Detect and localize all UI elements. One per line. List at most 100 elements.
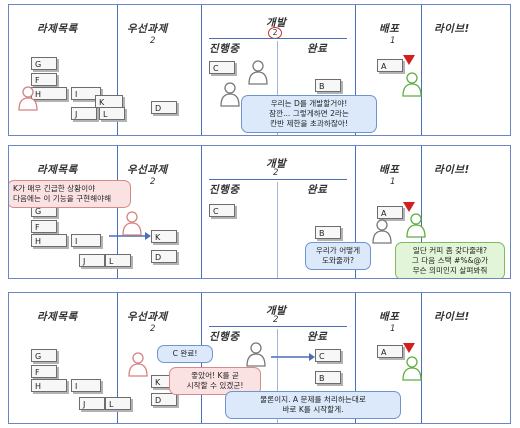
- card-c[interactable]: C: [209, 204, 235, 217]
- col-dev-limit: 2: [273, 315, 279, 325]
- arrow-icon: [271, 353, 315, 361]
- col-deploy-header: 배포: [379, 311, 400, 323]
- card-a[interactable]: A: [377, 206, 403, 219]
- grid-line: [277, 41, 279, 135]
- col-backlog-header: 라제목록: [37, 164, 78, 176]
- flag-icon: [403, 55, 415, 65]
- card-l[interactable]: L: [105, 254, 131, 267]
- card-l[interactable]: L: [99, 107, 125, 120]
- col-deploy-limit: 1: [390, 36, 396, 46]
- speech-bubble: 일단 커피 좀 갖다줄래? 그 다음 스택 #%&@가 무슨 의미인지 살펴봐줘: [395, 242, 505, 278]
- speech-bubble: 물론이지. A 문제를 처리하는대로 바로 K를 시작할게.: [225, 391, 401, 419]
- grid-line: [117, 146, 119, 278]
- card-c[interactable]: C: [315, 349, 341, 362]
- grid-line: [355, 293, 357, 423]
- card-g[interactable]: G: [31, 349, 57, 362]
- col-deploy-header: 배포: [379, 23, 400, 35]
- card-h[interactable]: H: [31, 234, 67, 247]
- col-done-header: 완료: [307, 331, 328, 343]
- grid-line: [355, 146, 357, 278]
- card-j[interactable]: J: [79, 254, 105, 267]
- person-icon: [128, 352, 148, 377]
- person-icon: [18, 86, 38, 111]
- person-icon: [220, 82, 240, 107]
- card-f[interactable]: F: [31, 220, 57, 233]
- card-j[interactable]: J: [71, 107, 97, 120]
- card-i[interactable]: I: [71, 87, 101, 100]
- col-dev-header: 개발: [266, 17, 287, 29]
- card-a[interactable]: A: [377, 345, 403, 358]
- card-b[interactable]: B: [315, 371, 341, 384]
- col-live-header: 라이브!: [434, 23, 470, 35]
- col-deploy-limit: 1: [390, 324, 396, 334]
- grid-line: [421, 5, 423, 135]
- card-b[interactable]: B: [315, 226, 341, 239]
- arrow-icon: [109, 232, 151, 240]
- col-in-progress-header: 진행중: [209, 184, 240, 196]
- col-dev-limit: 2: [273, 168, 279, 178]
- card-b[interactable]: B: [315, 79, 341, 92]
- card-c[interactable]: C: [209, 61, 235, 74]
- speech-bubble: 좋았어! K를 곧 시작할 수 있겠군!: [169, 367, 261, 395]
- card-h[interactable]: H: [31, 379, 67, 392]
- card-a[interactable]: A: [377, 59, 403, 72]
- card-i[interactable]: I: [71, 234, 101, 247]
- col-priority-header: 우선과제: [127, 311, 168, 323]
- flag-icon: [403, 202, 415, 212]
- speech-bubble: 우리가 어떻게 도와줄까?: [305, 242, 371, 270]
- card-i[interactable]: I: [71, 379, 101, 392]
- flag-icon: [403, 343, 415, 353]
- col-done-header: 완료: [307, 184, 328, 196]
- card-d[interactable]: D: [151, 393, 177, 406]
- speech-bubble: 우리는 D를 개발할거야! 잠깐... 그렇게하면 2라는 칸반 제한을 초과하…: [241, 95, 377, 133]
- grid-line: [117, 293, 119, 423]
- col-deploy-limit: 1: [390, 177, 396, 187]
- person-icon: [248, 60, 268, 85]
- card-h[interactable]: H: [31, 87, 67, 100]
- dev-divider: [209, 326, 347, 328]
- card-d[interactable]: D: [151, 250, 177, 263]
- person-icon: [406, 213, 426, 238]
- grid-line: [277, 329, 279, 423]
- col-dev-limit: 2: [272, 28, 278, 37]
- panel-1: 라제목록 우선과제 2 개발 2 진행중 완료 배포 1 라이브! G F H …: [8, 4, 511, 136]
- person-icon: [246, 342, 266, 367]
- card-k[interactable]: K: [151, 230, 177, 243]
- col-backlog-header: 라제목록: [37, 23, 78, 35]
- col-live-header: 라이브!: [434, 164, 470, 176]
- col-in-progress-header: 진행중: [209, 331, 240, 343]
- person-icon: [402, 72, 422, 97]
- card-j[interactable]: J: [79, 397, 105, 410]
- grid-line: [421, 146, 423, 278]
- speech-bubble: C 완료!: [157, 345, 213, 363]
- grid-line: [277, 182, 279, 278]
- card-g[interactable]: G: [31, 57, 57, 70]
- grid-line: [201, 146, 203, 278]
- grid-line: [421, 293, 423, 423]
- grid-line: [117, 5, 119, 135]
- card-d[interactable]: D: [151, 101, 177, 114]
- col-priority-limit: 2: [150, 36, 156, 46]
- col-deploy-header: 배포: [379, 164, 400, 176]
- col-dev-header: 개발: [266, 305, 287, 317]
- col-in-progress-header: 진행중: [209, 43, 240, 55]
- person-icon: [402, 356, 422, 381]
- col-priority-header: 우선과제: [127, 164, 168, 176]
- panel-3: 라제목록 우선과제 2 개발 2 진행중 완료 배포 1 라이브! G F H …: [8, 292, 511, 424]
- panel-2: 라제목록 우선과제 2 개발 2 진행중 완료 배포 1 라이브! G F H …: [8, 145, 511, 279]
- card-l[interactable]: L: [105, 397, 131, 410]
- speech-bubble: K가 매우 긴급한 상황이야 다음에는 이 기능을 구현해야해: [9, 180, 131, 208]
- grid-line: [201, 5, 203, 135]
- col-backlog-header: 라제목록: [37, 311, 78, 323]
- col-dev-header: 개발: [266, 158, 287, 170]
- card-k[interactable]: K: [95, 95, 123, 108]
- col-priority-limit: 2: [150, 177, 156, 187]
- col-priority-header: 우선과제: [127, 23, 168, 35]
- col-priority-limit: 2: [150, 324, 156, 334]
- dev-divider: [209, 38, 347, 40]
- card-f[interactable]: F: [31, 365, 57, 378]
- col-live-header: 라이브!: [434, 311, 470, 323]
- card-f[interactable]: F: [31, 73, 57, 86]
- person-icon: [372, 219, 392, 244]
- person-icon: [122, 211, 142, 236]
